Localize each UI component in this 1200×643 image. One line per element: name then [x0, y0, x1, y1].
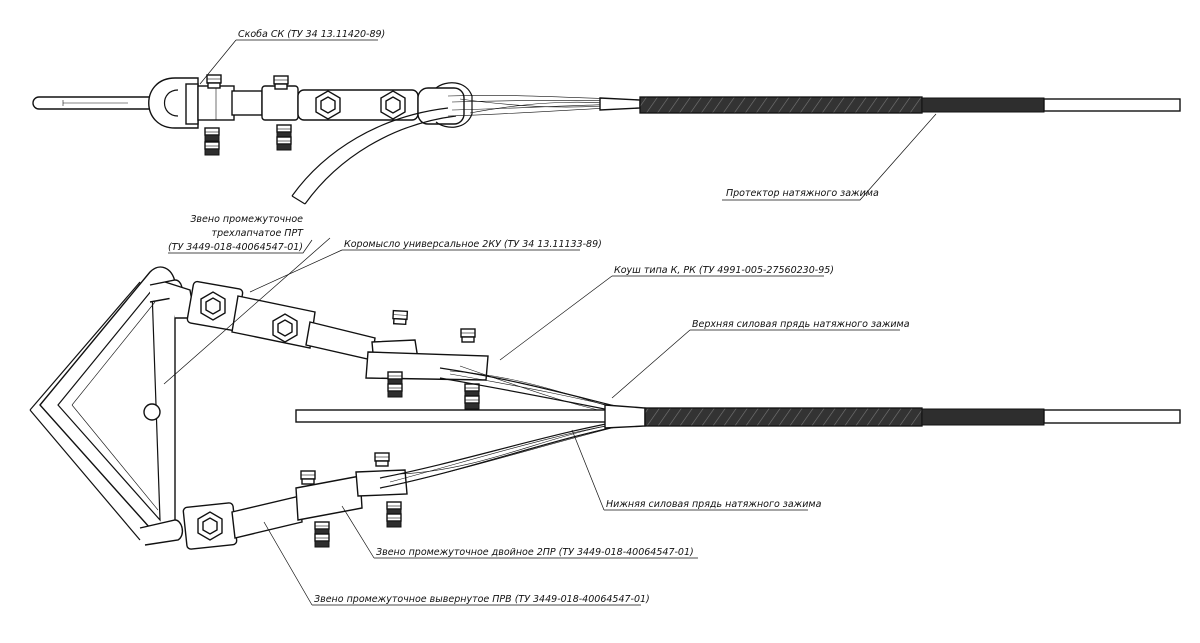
bottom-conductor [1043, 409, 1181, 424]
top-protector [639, 96, 923, 114]
top-assembly [32, 74, 1181, 205]
top-strands [447, 95, 641, 117]
label-koush: Коуш типа К, РК (ТУ 4991-005-27560230-95… [614, 265, 834, 276]
label-zveno-prv: Звено промежуточное вывернутое ПРВ (ТУ 3… [314, 594, 650, 605]
shackle-sk [148, 74, 235, 156]
label-verkhnyaya: Верхняя силовая прядь натяжного зажима [692, 319, 910, 330]
label-zveno-prt-3: (ТУ 3449-018-40064547-01) [168, 242, 303, 253]
top-thimble-cable [291, 107, 457, 205]
lower-link-2pr [139, 452, 408, 550]
label-zveno-prt-2: трехлапчатое ПРТ [212, 228, 305, 239]
label-protektor: Протектор натяжного зажима [726, 188, 879, 199]
bottom-strand-end [921, 408, 1045, 426]
annotations: Скоба СК (ТУ 34 13.11420-89) Протектор н… [168, 29, 910, 605]
label-koromyslo: Коромысло универсальное 2КУ (ТУ 34 13.11… [344, 239, 602, 250]
leader-lines [163, 39, 937, 606]
label-zveno-2pr: Звено промежуточное двойное 2ПР (ТУ 3449… [376, 547, 694, 558]
label-zveno-prt-1: Звено промежуточное [190, 214, 303, 225]
top-strand-end [921, 97, 1045, 113]
upper-link-prt [149, 279, 489, 410]
left-rod [32, 96, 169, 110]
yoke-2ku [29, 266, 176, 541]
bottom-assembly [29, 266, 1181, 550]
label-skoba: Скоба СК (ТУ 34 13.11420-89) [238, 29, 385, 40]
label-nizhnyaya: Нижняя силовая прядь натяжного зажима [606, 499, 822, 510]
lower-strand-bundle [379, 417, 641, 489]
top-link [231, 75, 473, 151]
bottom-rod [295, 409, 627, 423]
convergence-point [604, 404, 646, 429]
top-conductor [1043, 98, 1181, 112]
bottom-protector [644, 407, 923, 427]
